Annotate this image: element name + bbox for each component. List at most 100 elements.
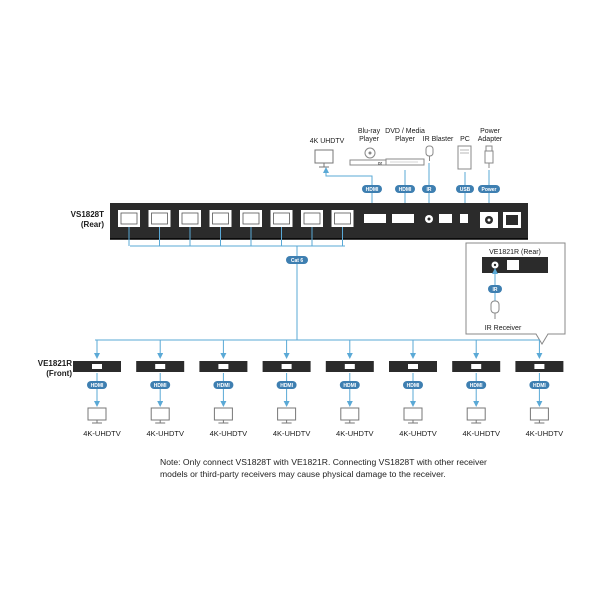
tv-icon: [314, 149, 334, 164]
rj45-port-group: [118, 210, 354, 227]
receiver-unit: HDMI 4K-UHDTV: [452, 340, 501, 438]
receiver-hdmi-port: [155, 364, 166, 369]
output-label: 4K-UHDTV: [336, 429, 374, 438]
receiver-hdmi-port: [534, 364, 545, 369]
power-label-2: Adapter: [478, 136, 503, 143]
power-plug-icon: [485, 145, 493, 152]
or-text: or: [378, 161, 383, 167]
inset-ir-tag: [488, 285, 502, 293]
rj45-port: [209, 210, 232, 227]
hdmi-tag-out: [362, 185, 382, 193]
hdmi-tag: [339, 381, 360, 389]
dvd-label-1: DVD / Media: [385, 128, 425, 135]
svg-text:Cat 6: Cat 6: [291, 258, 303, 264]
pc-label: PC: [460, 136, 470, 143]
tv-icon: [213, 407, 233, 421]
ir-receiver-icon: [490, 300, 500, 314]
output-label: 4K-UHDTV: [83, 429, 121, 438]
inset-rj45-port: [507, 260, 519, 270]
hdmi-tag: [87, 381, 107, 389]
hdmi-tag: [276, 381, 297, 389]
transmitter-model: VS1828T: [71, 210, 104, 219]
dvd-label-2: Player: [395, 136, 416, 143]
hdmi-tag: [213, 381, 234, 389]
tv-icon: [403, 407, 423, 421]
source-pc: PC: [457, 136, 472, 170]
rj45-port: [148, 210, 171, 227]
output-label: 4K-UHDTV: [526, 429, 564, 438]
svg-text:HDMI: HDMI: [366, 187, 379, 193]
usb-port: [439, 214, 452, 223]
hdmi-tag-label: HDMI: [217, 383, 230, 389]
svg-text:IR: IR: [427, 187, 432, 193]
svg-text:Power: Power: [481, 187, 496, 193]
hdmi-tag: [403, 381, 423, 389]
ir-blaster-label: IR Blaster: [423, 136, 454, 143]
output-label: 4K-UHDTV: [273, 429, 311, 438]
svg-text:HDMI: HDMI: [399, 187, 412, 193]
source-tags: HDMI HDMI IR USB Power: [362, 185, 500, 193]
output-label: 4K-UHDTV: [210, 429, 248, 438]
tv-icon: [150, 407, 170, 421]
source-dvd: DVD / Media Player: [385, 128, 425, 166]
tv-icon: [529, 407, 549, 421]
hdmi-port-out: [364, 214, 386, 223]
transmitter-device: [110, 203, 528, 240]
rj45-port: [240, 210, 262, 227]
receiver-hdmi-port: [281, 364, 292, 369]
usb-b-port: [460, 214, 468, 223]
hdmi-tag-label: HDMI: [470, 383, 483, 389]
rj45-port: [331, 210, 354, 227]
pc-tower-icon: [457, 145, 472, 170]
ir-tag: [422, 185, 436, 193]
output-label: 4K-UHDTV: [399, 429, 437, 438]
rj45-port: [270, 210, 293, 227]
tv-icon: [466, 407, 486, 421]
hdmi-tag-label: HDMI: [154, 383, 167, 389]
receiver-unit: HDMI 4K-UHDTV: [262, 340, 311, 438]
source-bluray: Blu-ray Player: [349, 128, 387, 166]
bluray-label-1: Blu-ray: [358, 128, 381, 135]
hdmi-tag-label: HDMI: [343, 383, 356, 389]
receiver-unit: HDMI 4K-UHDTV: [325, 340, 374, 438]
rj45-port: [118, 210, 140, 227]
compatibility-note: Note: Only connect VS1828T with VE1821R.…: [160, 457, 487, 479]
tv-icon: [277, 407, 297, 421]
inset-title: VE1821R (Rear): [489, 249, 541, 256]
ir-blaster-icon: [425, 145, 434, 157]
receiver-row: HDMI 4K-UHDTV HDMI 4K-UHDTV HDMI 4K-UHDTV HDMI…: [73, 340, 564, 438]
receiver-unit: HDMI 4K-UHDTV: [199, 340, 248, 438]
rj45-port: [179, 210, 201, 227]
tv-icon: [87, 407, 107, 421]
svg-text:USB: USB: [460, 187, 471, 193]
source-power-adapter: Power Adapter: [478, 128, 503, 168]
source-uhdtv: 4K UHDTV: [310, 138, 345, 168]
source-ir-blaster: IR Blaster: [423, 136, 454, 161]
hdmi-tag-label: HDMI: [280, 383, 293, 389]
receiver-hdmi-port: [408, 364, 418, 369]
inset-receiver-rear: VE1821R (Rear) IR IR Receiver: [465, 242, 566, 345]
tv-icon: [340, 407, 360, 421]
output-label: 4K-UHDTV: [462, 429, 500, 438]
receiver-hdmi-port: [471, 364, 482, 369]
receiver-sub: (Front): [46, 369, 72, 378]
hdmi-tag-in: [395, 185, 415, 193]
hdmi-tag: [466, 381, 487, 389]
bluray-label-2: Player: [359, 136, 380, 143]
hdmi-tag: [529, 381, 550, 389]
rj45-port: [301, 210, 323, 227]
output-label: 4K-UHDTV: [146, 429, 184, 438]
hdmi-tag: [150, 381, 171, 389]
receiver-model: VE1821R: [38, 359, 72, 368]
receiver-hdmi-port: [344, 364, 355, 369]
hdmi-port-in: [392, 214, 414, 223]
power-label-1: Power: [480, 128, 501, 135]
transmitter-sub: (Rear): [81, 220, 104, 229]
receiver-hdmi-port: [218, 364, 229, 369]
power-tag: [478, 185, 500, 193]
receiver-hdmi-port: [92, 364, 102, 369]
